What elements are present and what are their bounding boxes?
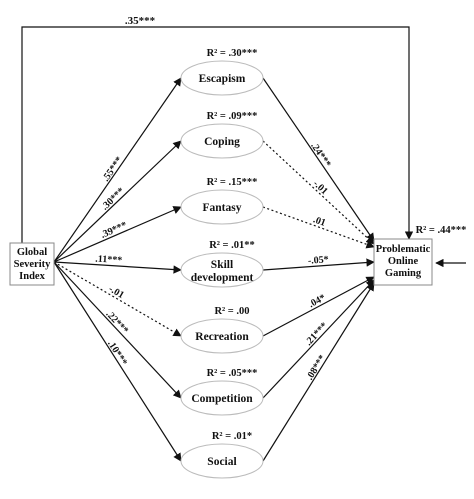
a-path-competition-arrow	[53, 261, 182, 399]
mediator-social-node	[180, 443, 264, 479]
b-path-recreation-arrow	[262, 276, 375, 337]
a-path-escapism-coefficient: .55***	[101, 155, 126, 184]
a-path-skill-development-arrow	[53, 261, 182, 274]
b-path-competition-arrow	[262, 279, 375, 399]
mediator-competition-r2: R² = .05***	[207, 368, 258, 379]
a-path-skill-development-coefficient: .11***	[95, 254, 123, 267]
b-path-escapism-arrow	[262, 77, 375, 242]
b-path-skill-development-coefficient: -.05*	[308, 254, 330, 266]
b-path-social-coefficient: .08***	[304, 353, 328, 382]
a-path-fantasy-coefficient: .39***	[99, 220, 129, 241]
mediator-skill-development-label-line1: Skill	[211, 259, 233, 271]
outcome-r2: R² = .44***	[416, 225, 467, 236]
mediator-skill-development-label-line2: development	[191, 272, 254, 284]
mediator-coping-node	[180, 123, 264, 159]
mediator-fantasy-label: Fantasy	[203, 202, 242, 214]
mediator-social-label: Social	[207, 456, 236, 468]
a-path-social-arrow	[53, 261, 182, 462]
path-coefficients: .35*** R² = .30*** .55*** .24*** R² = .09***…	[95, 15, 466, 442]
outcome-label-line1: Problematic	[376, 244, 431, 255]
outcome-box	[373, 238, 433, 286]
b-path-coping-arrow	[262, 140, 375, 245]
mediator-escapism-r2: R² = .30***	[207, 48, 258, 59]
a-path-coping-arrow	[53, 140, 182, 263]
mediator-escapism-label: Escapism	[199, 73, 246, 85]
mediator-fantasy-r2: R² = .15***	[207, 177, 258, 188]
b-path-skill-development-arrow	[262, 258, 375, 271]
a-path-escapism-arrow	[53, 77, 182, 263]
mediator-escapism-node	[180, 60, 264, 96]
mediator-recreation-r2: R² = .00	[214, 306, 249, 317]
b-path-fantasy-coefficient: .01	[312, 214, 327, 229]
predictor-label-line2: Severity	[14, 259, 51, 270]
mediator-recreation-label: Recreation	[195, 331, 249, 343]
direct-path-coefficient: .35***	[125, 15, 156, 27]
outcome-label-line3: Gaming	[385, 268, 422, 279]
b-path-escapism-coefficient: .24***	[308, 141, 333, 170]
mediator-competition-node	[180, 380, 264, 416]
b-path-coping-coefficient: -.01	[311, 178, 330, 197]
mediator-recreation-node	[180, 318, 264, 354]
predictor-label-line1: Global	[17, 247, 47, 258]
predictor-box	[9, 242, 55, 286]
mediator-coping-r2: R² = .09***	[207, 111, 258, 122]
a-path-fantasy-arrow	[53, 206, 182, 263]
a-path-recreation-coefficient: -.01	[107, 284, 126, 301]
direct-path-arrow	[21, 26, 414, 243]
outcome-label-line2: Online	[388, 256, 419, 267]
mediator-skill-development-node	[180, 252, 264, 288]
mediator-skill-development-r2: R² = .01**	[209, 240, 255, 251]
mediator-fantasy-node	[180, 189, 264, 225]
nodes: EscapismCopingFantasySkilldevelopmentRec…	[9, 60, 433, 479]
path-arrows	[21, 26, 466, 462]
a-path-recreation-arrow	[53, 261, 182, 337]
predictor-label-line3: Index	[19, 271, 45, 282]
b-path-social-arrow	[262, 282, 375, 462]
mediator-social-r2: R² = .01*	[212, 431, 252, 442]
a-path-competition-coefficient: .22***	[103, 309, 130, 337]
b-path-competition-coefficient: .21***	[303, 321, 330, 349]
b-path-fantasy-arrow	[262, 206, 375, 249]
mediator-coping-label: Coping	[204, 136, 240, 148]
a-path-social-coefficient: .10***	[105, 339, 129, 368]
mediator-competition-label: Competition	[191, 393, 253, 405]
